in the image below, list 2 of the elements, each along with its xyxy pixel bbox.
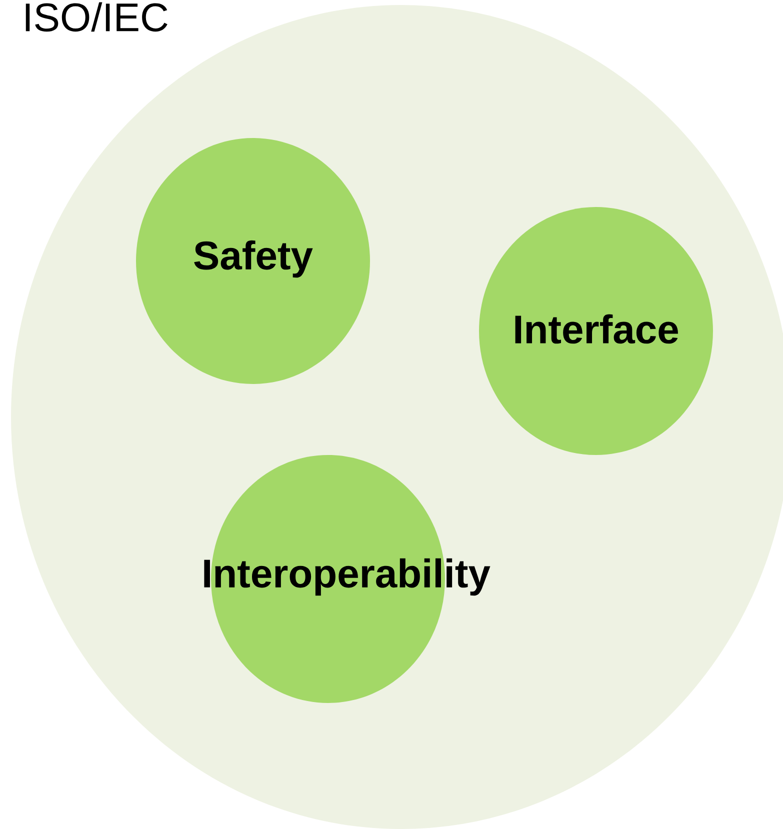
circle-node: Interface — [479, 207, 713, 455]
circle-node: Safety — [136, 138, 370, 384]
